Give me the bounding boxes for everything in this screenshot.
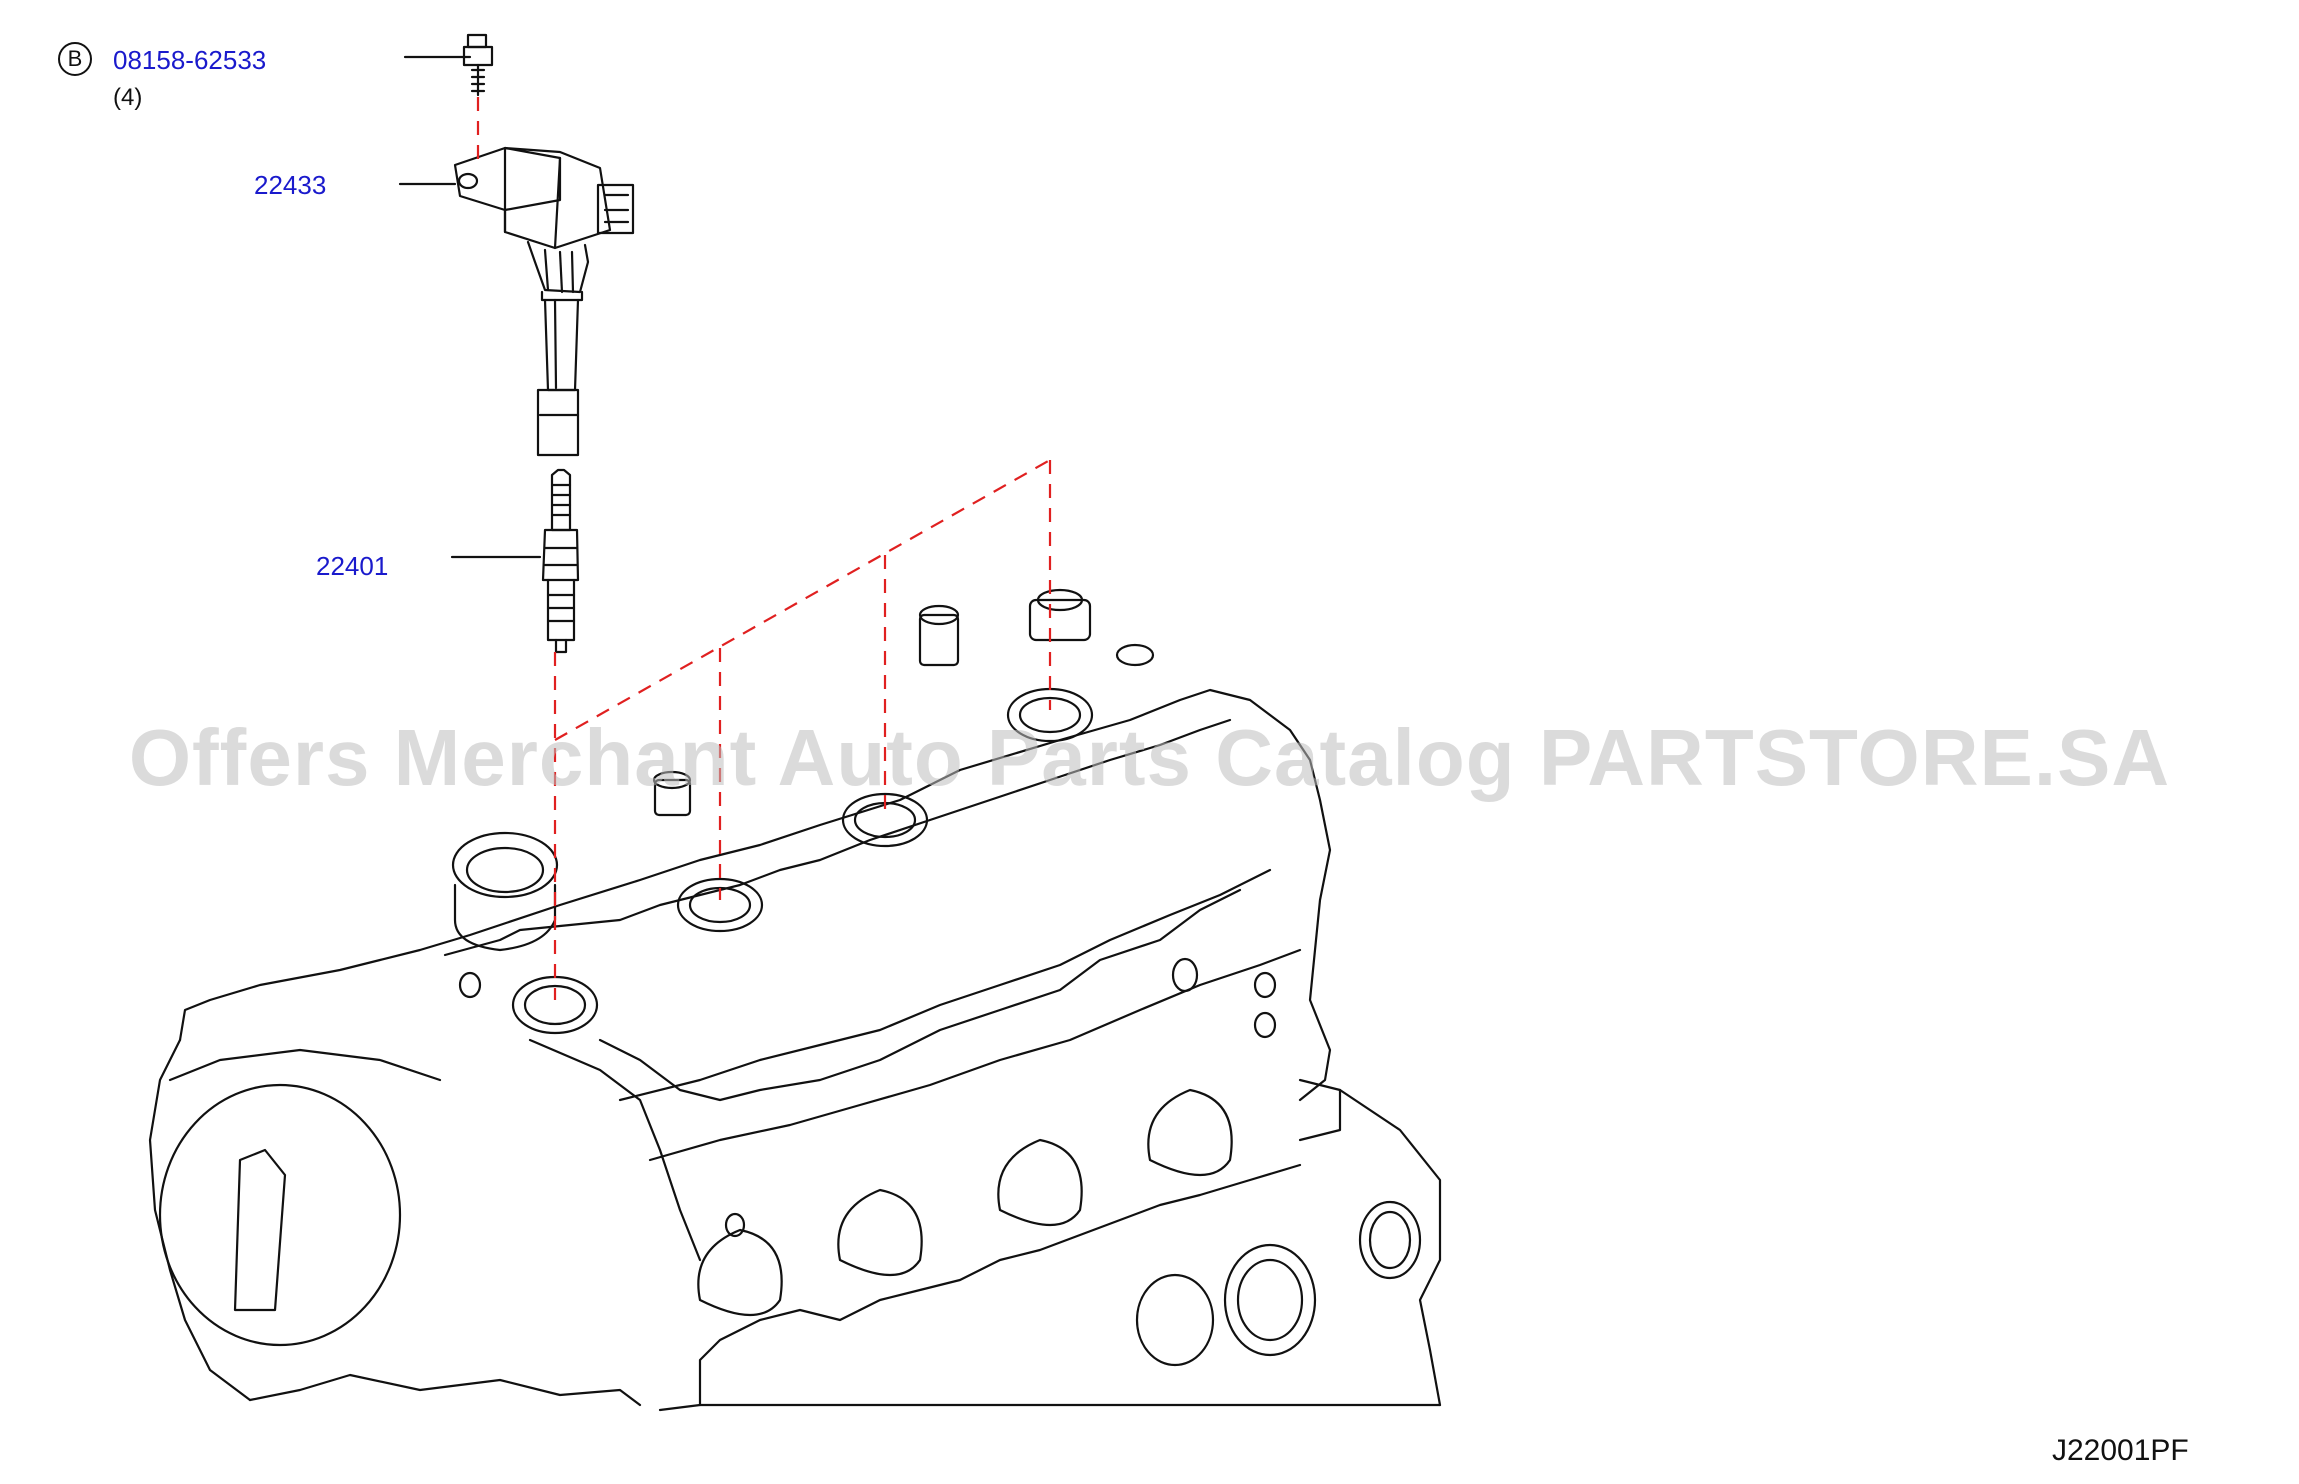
ignition-coil-icon bbox=[453, 146, 635, 457]
part-link-bolt[interactable]: 08158-62533 bbox=[113, 45, 267, 75]
bolt-icon bbox=[462, 33, 494, 97]
spark-plug-icon bbox=[541, 468, 580, 654]
cylinder-head-icon bbox=[148, 588, 1442, 1412]
bolt-quantity: (4) bbox=[113, 84, 143, 111]
diagram-code: J22001PF bbox=[2052, 1434, 2189, 1467]
assembly-guide-lines bbox=[476, 97, 1052, 1000]
part-link-spark-plug[interactable]: 22401 bbox=[316, 551, 389, 581]
part-link-ignition-coil[interactable]: 22433 bbox=[254, 170, 327, 200]
watermark: Offers Merchant Auto Parts Catalog PARTS… bbox=[128, 713, 2171, 802]
marker-badge: B bbox=[58, 42, 92, 76]
